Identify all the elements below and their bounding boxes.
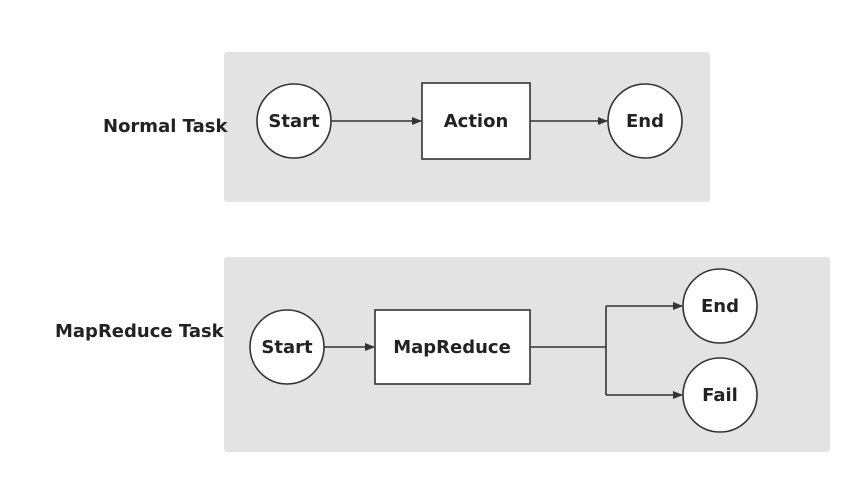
mapreduce-start-label: Start (261, 337, 313, 358)
normal-start-label: Start (268, 111, 320, 132)
mapreduce-node-label: MapReduce (393, 337, 511, 358)
normal-end-node: End (607, 83, 683, 159)
mapreduce-fail-label: Fail (702, 385, 738, 406)
mapreduce-end-node: End (682, 268, 758, 344)
mapreduce-task-label: MapReduce Task (55, 321, 224, 342)
mapreduce-end-label: End (701, 296, 739, 317)
normal-action-label: Action (444, 111, 509, 132)
normal-action-node: Action (421, 82, 531, 160)
normal-task-label: Normal Task (103, 116, 228, 137)
mapreduce-fail-node: Fail (682, 357, 758, 433)
normal-start-node: Start (256, 83, 332, 159)
mapreduce-node: MapReduce (374, 309, 531, 385)
normal-end-label: End (626, 111, 664, 132)
mapreduce-start-node: Start (249, 309, 325, 385)
